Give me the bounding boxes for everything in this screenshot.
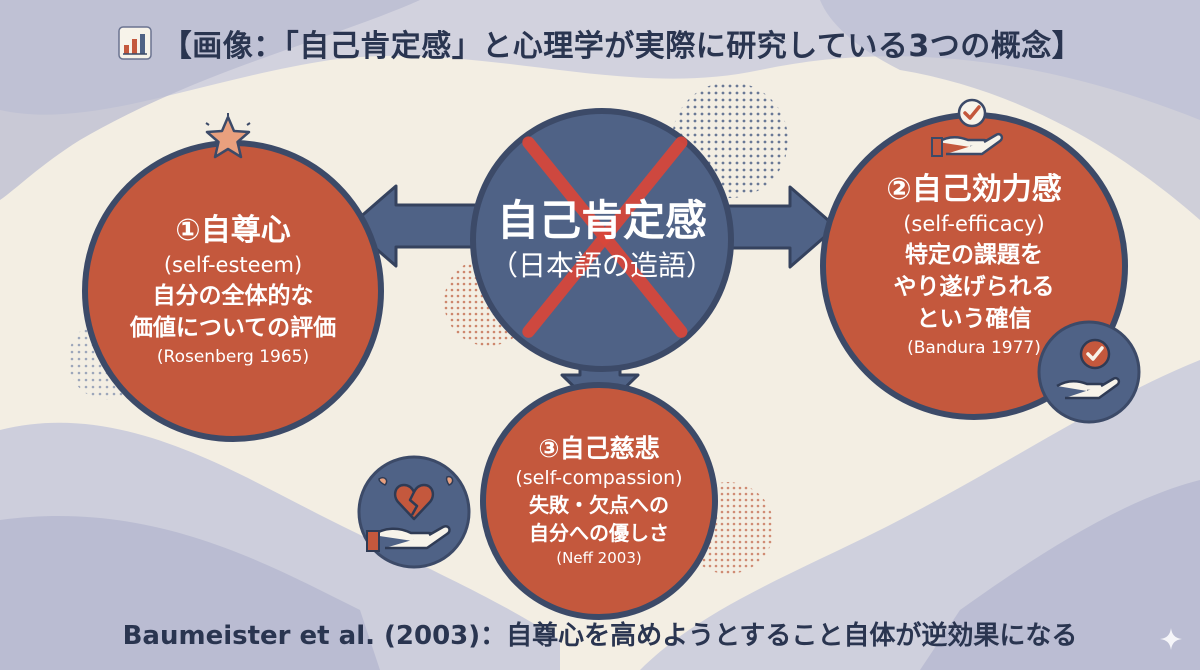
- concept-english: (self-compassion): [515, 467, 683, 489]
- concept-desc-line: という確信: [916, 306, 1032, 332]
- bar-chart-icon: [118, 26, 152, 60]
- concept-self-esteem: ①自尊心 (self-esteem) 自分の全体的な 価値についての評価 (Ro…: [82, 140, 384, 442]
- concept-desc-line: やり遂げられる: [893, 274, 1055, 300]
- footer-statement: Baumeister et al. (2003)：自尊心を高めようとすること自体…: [0, 608, 1200, 658]
- concept-desc-line: 特定の課題を: [905, 242, 1043, 268]
- page-title: 【画像：「自己肯定感」と心理学が実際に研究している3つの概念】: [0, 18, 1200, 68]
- red-x-icon: [522, 136, 688, 338]
- concept-desc-line: 失敗・欠点への: [529, 493, 669, 517]
- concept-desc-line: 自分の全体的な: [152, 283, 314, 309]
- concept-citation: (Bandura 1977): [907, 338, 1041, 358]
- concept-citation: (Neff 2003): [556, 549, 642, 567]
- footer-text: Baumeister et al. (2003)：自尊心を高めようとすること自体…: [122, 620, 1078, 651]
- concept-citation: (Rosenberg 1965): [156, 347, 310, 367]
- star-icon: [205, 113, 251, 159]
- concept-title: ②自己効力感: [886, 172, 1062, 207]
- broken-heart-hand-icon: [357, 455, 471, 569]
- title-text: 【画像：「自己肯定感」と心理学が実際に研究している3つの概念】: [161, 29, 1083, 64]
- center-concept: 自己肯定感 （日本語の造語）: [470, 108, 734, 372]
- concept-title: ③自己慈悲: [538, 434, 660, 463]
- center-title: 自己肯定感: [496, 196, 707, 245]
- hand-check-badge-icon: [1037, 320, 1141, 424]
- concept-title: ①自尊心: [175, 213, 291, 248]
- hand-check-icon: [931, 98, 1004, 157]
- center-subtitle: （日本語の造語）: [489, 249, 714, 282]
- concept-english: (self-esteem): [163, 253, 303, 277]
- concept-desc-line: 自分への優しさ: [529, 521, 669, 545]
- sparkle-icon: [1160, 628, 1182, 650]
- concept-english: (self-efficacy): [903, 212, 1045, 236]
- concept-self-compassion: ③自己慈悲 (self-compassion) 失敗・欠点への 自分への優しさ …: [480, 382, 718, 620]
- concept-desc-line: 価値についての評価: [129, 315, 337, 341]
